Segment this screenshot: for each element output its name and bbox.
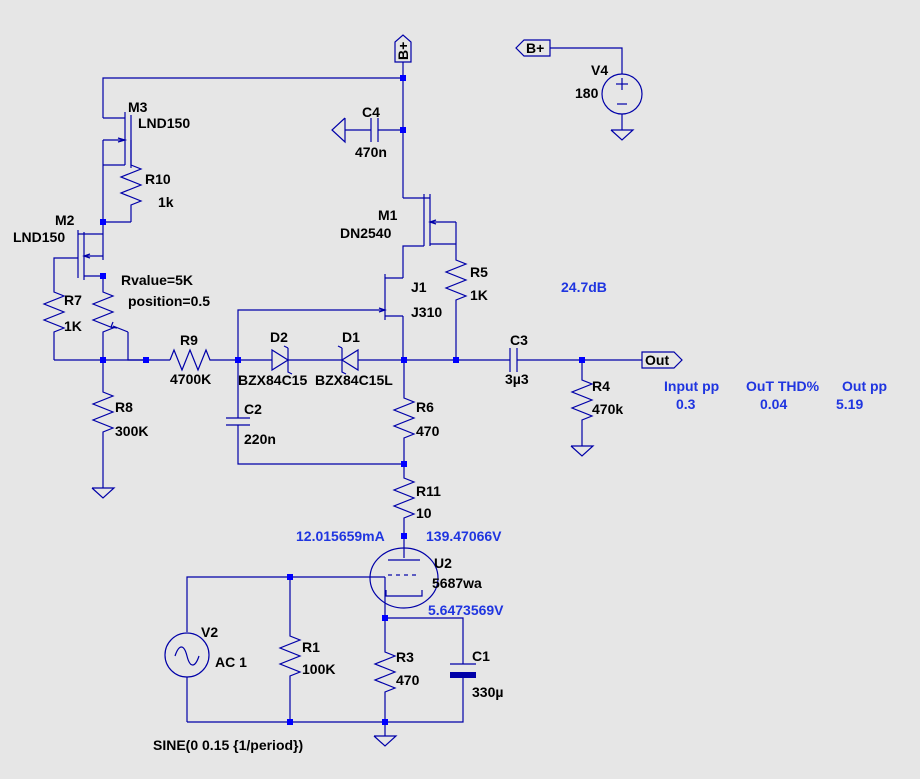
out-label: Out <box>645 352 669 368</box>
bplus-flag-v4[interactable]: B+ <box>515 39 551 57</box>
r9-name: R9 <box>180 332 198 348</box>
v2-value: AC 1 <box>215 654 247 670</box>
out-flag[interactable]: Out <box>641 351 683 369</box>
r10-value: 1k <box>158 194 174 210</box>
v4-name: V4 <box>591 62 608 78</box>
r8-name: R8 <box>115 399 133 415</box>
j1-jfet[interactable] <box>378 274 404 360</box>
r4-name: R4 <box>592 378 610 394</box>
r11-value: 10 <box>416 505 432 521</box>
m1-mosfet[interactable] <box>402 130 456 278</box>
m1-model: DN2540 <box>340 225 392 241</box>
r6-value: 470 <box>416 423 440 439</box>
m1-name: M1 <box>378 207 398 223</box>
bplus-flag-top[interactable]: B+ <box>394 34 412 63</box>
out-pp-label: Out pp <box>842 378 887 394</box>
r3-value: 470 <box>396 672 420 688</box>
d2-model: BZX84C15 <box>238 372 307 388</box>
cathode-voltage: 5.6473569V <box>428 602 504 618</box>
c4-value: 470n <box>355 144 387 160</box>
m2-name: M2 <box>55 212 75 228</box>
d2-zener[interactable] <box>271 345 342 375</box>
u2-name: U2 <box>434 555 452 571</box>
pot-position: position=0.5 <box>128 293 210 309</box>
bplus-v4-label: B+ <box>526 40 544 56</box>
d1-zener[interactable] <box>337 345 404 375</box>
u2-model: 5687wa <box>432 575 482 591</box>
j1-name: J1 <box>411 279 427 295</box>
out-pp-value: 5.19 <box>836 396 863 412</box>
r1-name: R1 <box>302 639 320 655</box>
gain-readout: 24.7dB <box>561 279 607 295</box>
r7-name: R7 <box>64 292 82 308</box>
r10-name: R10 <box>145 171 171 187</box>
junction-dots <box>100 75 585 725</box>
r7-value: 1K <box>64 318 82 334</box>
c1-name: C1 <box>472 648 490 664</box>
m3-model: LND150 <box>138 115 190 131</box>
j1-model: J310 <box>411 304 442 320</box>
input-pp-value: 0.3 <box>676 396 696 412</box>
c2-name: C2 <box>244 401 262 417</box>
d1-name: D1 <box>342 329 360 345</box>
m2-model: LND150 <box>13 229 65 245</box>
m3-name: M3 <box>128 99 148 115</box>
bplus-top-label: B+ <box>395 42 411 60</box>
plate-voltage: 139.47066V <box>426 528 502 544</box>
u2-tube[interactable] <box>290 536 439 618</box>
r9-value: 4700K <box>170 371 211 387</box>
m3-mosfet[interactable] <box>102 112 132 222</box>
c3-value: 3µ3 <box>505 371 529 387</box>
pot-value: Rvalue=5K <box>121 272 193 288</box>
d2-name: D2 <box>270 329 288 345</box>
r1-value: 100K <box>302 661 335 677</box>
r6-name: R6 <box>416 399 434 415</box>
plate-current: 12.015659mA <box>296 528 385 544</box>
sine-directive: SINE(0 0.15 {1/period}) <box>153 737 303 753</box>
c4-name: C4 <box>362 104 380 120</box>
m2-mosfet[interactable] <box>53 222 104 280</box>
v4-value: 180 <box>575 85 599 101</box>
r4-value: 470k <box>592 401 623 417</box>
c3-name: C3 <box>510 332 528 348</box>
d1-model: BZX84C15L <box>315 372 393 388</box>
thd-label: OuT THD% <box>746 378 820 394</box>
r5-value: 1K <box>470 287 488 303</box>
v2-name: V2 <box>201 624 218 640</box>
c1-plate <box>450 672 476 678</box>
c2-value: 220n <box>244 431 276 447</box>
r5-name: R5 <box>470 264 488 280</box>
thd-value: 0.04 <box>760 396 787 412</box>
input-pp-label: Input pp <box>664 378 719 394</box>
r11-name: R11 <box>416 483 441 499</box>
r8-value: 300K <box>115 423 148 439</box>
c1-value: 330µ <box>472 684 503 700</box>
r3-name: R3 <box>396 649 414 665</box>
